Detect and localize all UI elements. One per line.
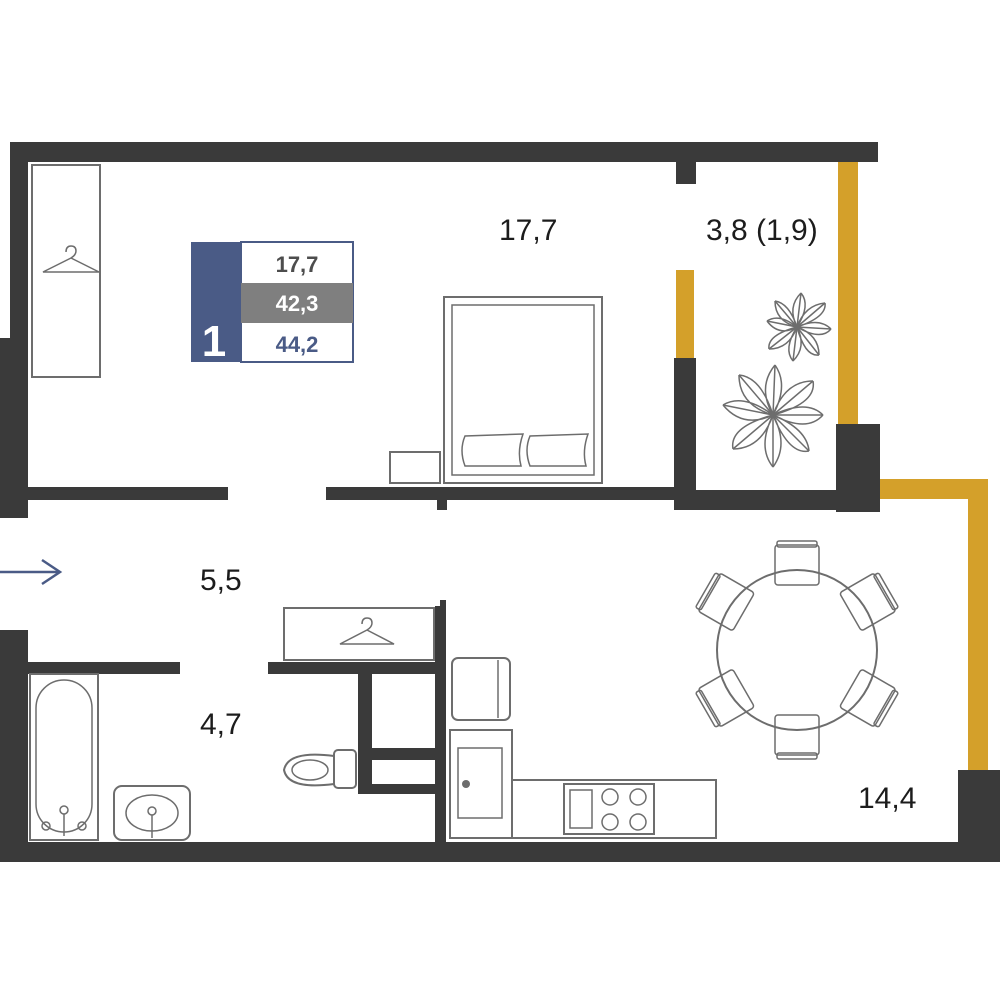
fridge-icon: [451, 657, 511, 721]
walls: [0, 142, 1000, 862]
badge-total-area: 42,3: [276, 291, 319, 316]
room-area-kitchen: 14,4: [858, 782, 916, 815]
kitchen-counter: [449, 729, 717, 839]
room-area-balcony: 3,8 (1,9): [706, 214, 818, 247]
wardrobe-bedroom: [31, 164, 101, 378]
hanger-icon: [42, 245, 100, 273]
stove-icon: [563, 783, 655, 835]
bed-icon: [389, 296, 603, 484]
apartment-badge: 1 17,7 42,3 44,2: [191, 241, 354, 366]
sink-icon: [113, 785, 191, 841]
toilet-icon: [282, 749, 357, 789]
room-area-bathroom: 4,7: [200, 708, 242, 741]
dining-table-icon: [695, 540, 899, 760]
wardrobe-hallway: [283, 607, 435, 661]
badge-rooms: 1: [202, 317, 226, 366]
hanger-icon: [339, 617, 395, 645]
bathtub-icon: [29, 673, 99, 841]
badge-living-area: 17,7: [276, 252, 319, 277]
room-area-bedroom: 17,7: [499, 214, 557, 247]
room-area-hallway: 5,5: [200, 564, 242, 597]
badge-total-area-with-balcony: 44,2: [276, 332, 319, 357]
balcony-walls: [676, 162, 988, 774]
plant-icon: [722, 292, 832, 468]
entrance-arrow-icon: [0, 558, 63, 586]
